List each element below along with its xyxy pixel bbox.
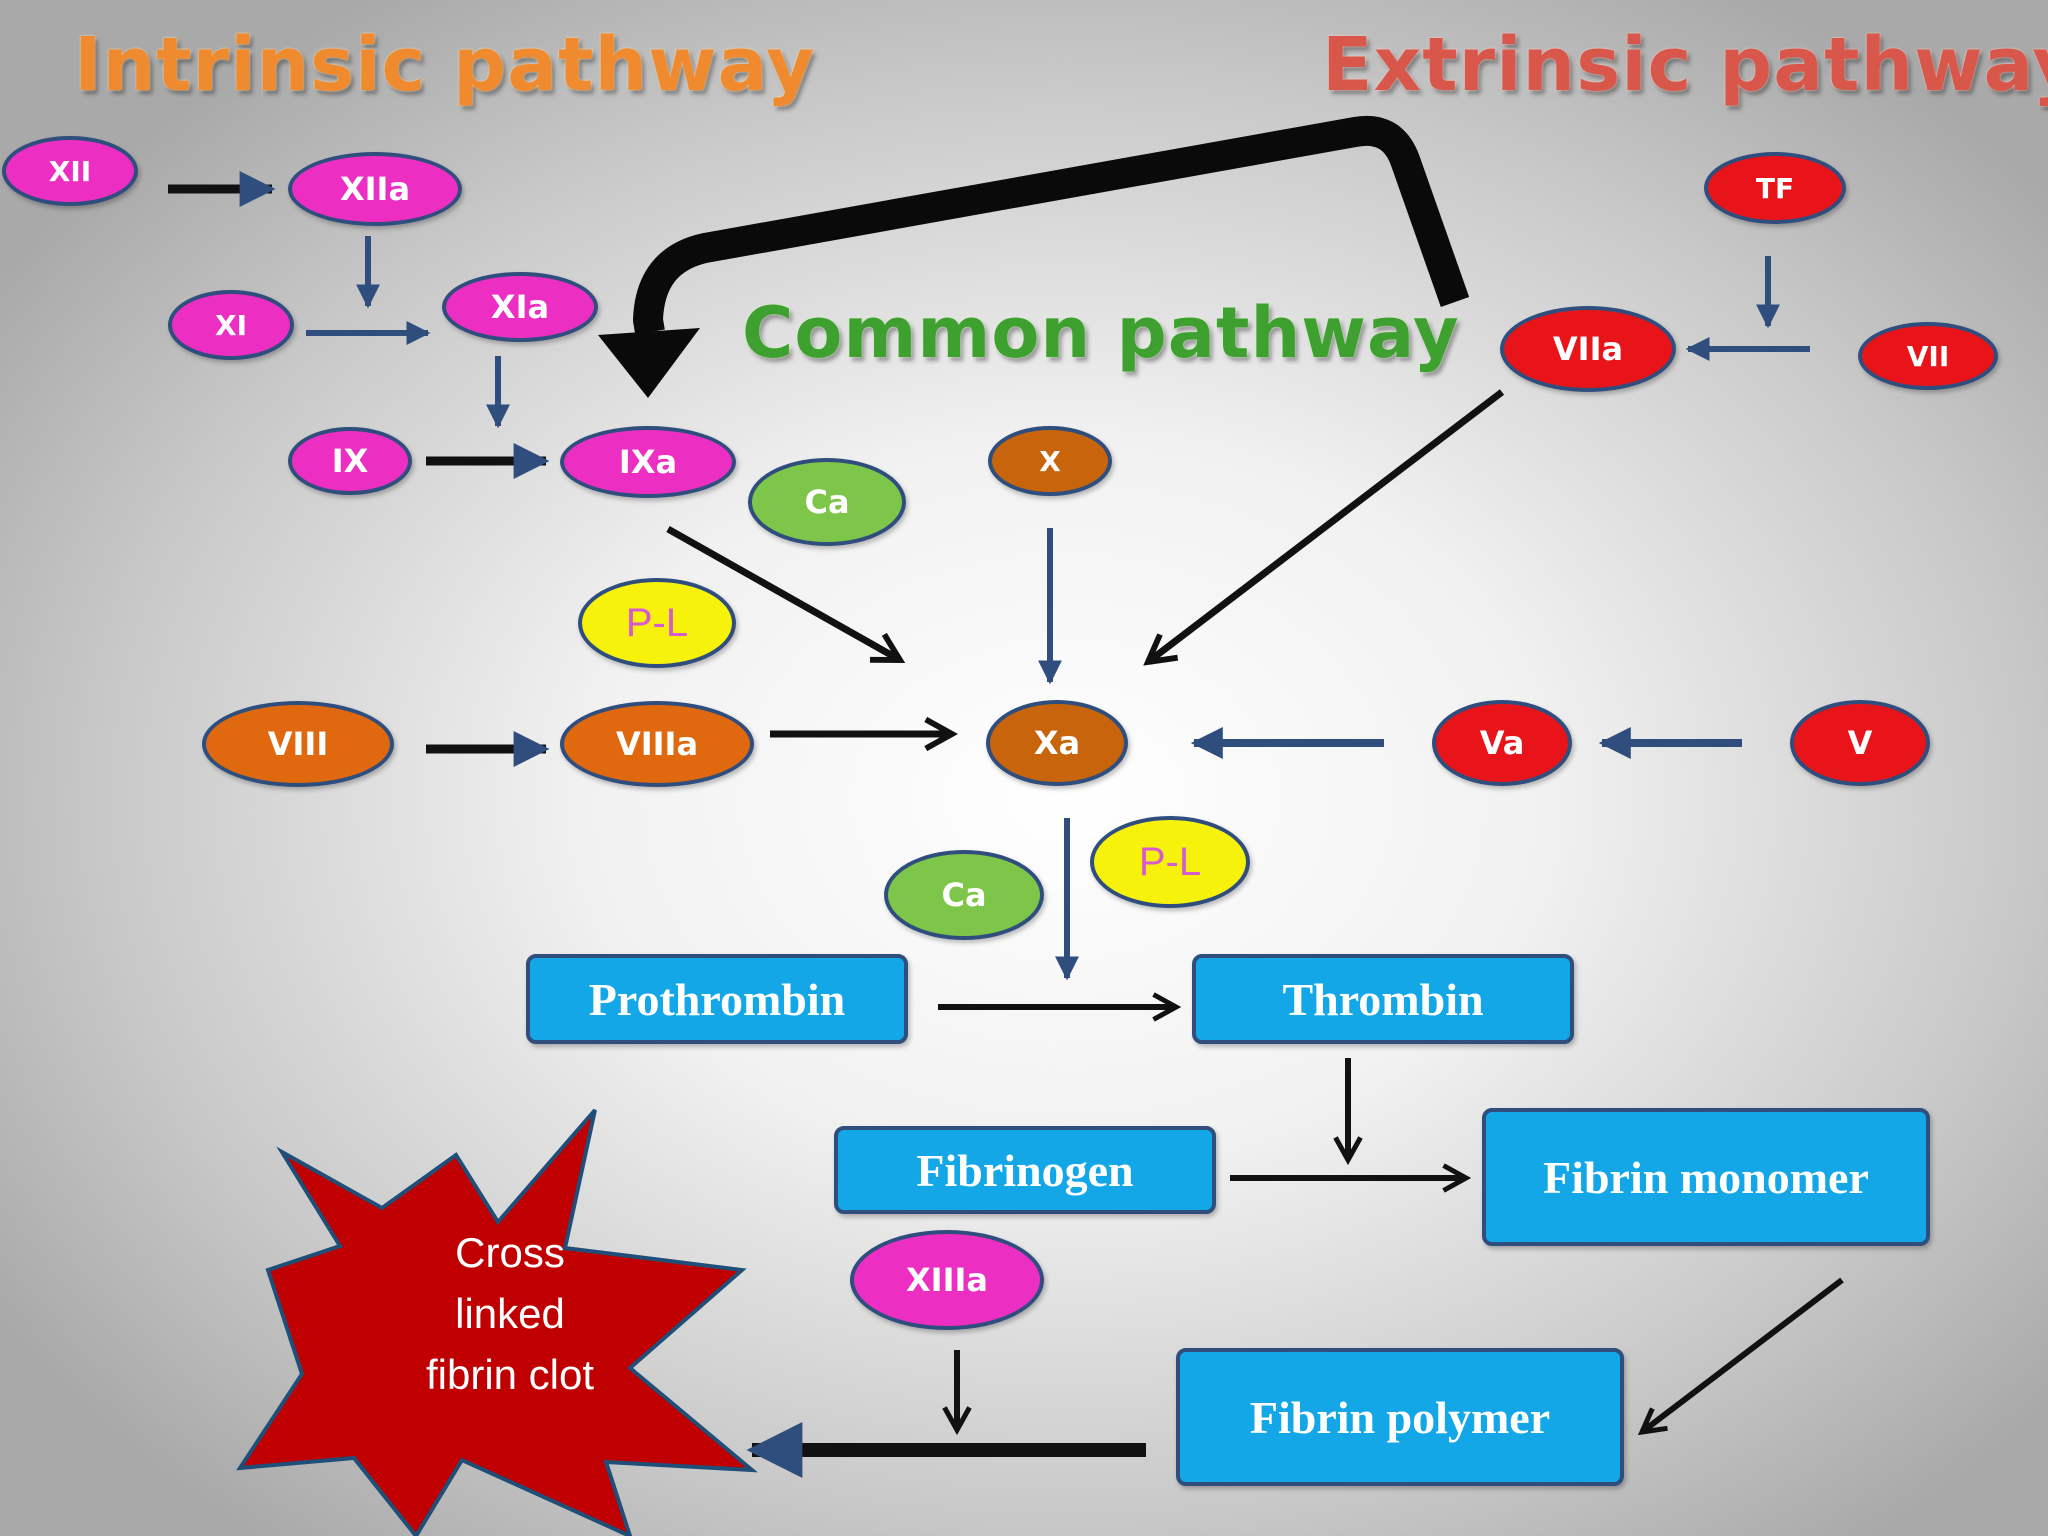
phospholipid-lower: P-L	[1090, 816, 1250, 908]
fibrin-polymer-box: Fibrin polymer	[1176, 1348, 1624, 1486]
factor-xiia: XIIa	[288, 152, 462, 226]
clot-label: Cross linked fibrin clot	[390, 1222, 630, 1405]
feedback-arrow-viia-to-ixa	[633, 115, 1470, 335]
clot-label-line1: Cross	[455, 1229, 565, 1276]
factor-xiiia: XIIIa	[850, 1230, 1044, 1330]
calcium-lower: Ca	[884, 850, 1044, 940]
feedback-arrowhead	[598, 328, 700, 398]
calcium-upper: Ca	[748, 458, 906, 546]
fibrin-monomer-box: Fibrin monomer	[1482, 1108, 1930, 1246]
clot-label-line2: linked	[455, 1290, 565, 1337]
intrinsic-pathway-title: Intrinsic pathway	[74, 22, 816, 108]
factor-va: Va	[1432, 700, 1572, 786]
factor-viiia: VIIIa	[560, 701, 754, 787]
clot-label-line3: fibrin clot	[425, 1351, 595, 1398]
factor-ixa: IXa	[560, 426, 736, 498]
fibrinogen-box: Fibrinogen	[834, 1126, 1216, 1214]
factor-viia: VIIa	[1500, 306, 1676, 392]
thrombin-box: Thrombin	[1192, 954, 1574, 1044]
arrow-monomer-to-polymer	[1642, 1277, 1844, 1432]
factor-xia: XIa	[442, 272, 598, 342]
extrinsic-pathway-title: Extrinsic pathway	[1322, 22, 2048, 108]
factor-xii: XII	[2, 136, 138, 206]
factor-xi: XI	[168, 290, 294, 360]
common-pathway-title: Common pathway	[742, 292, 1460, 374]
factor-xa: Xa	[986, 700, 1128, 786]
factor-ix: IX	[288, 427, 412, 495]
prothrombin-box: Prothrombin	[526, 954, 908, 1044]
phospholipid-upper: P-L	[578, 578, 736, 668]
factor-viii: VIII	[202, 701, 394, 787]
factor-v: V	[1790, 700, 1930, 786]
factor-x: X	[988, 426, 1112, 496]
arrow-ixa-to-xa	[666, 525, 900, 664]
tissue-factor: TF	[1704, 152, 1846, 224]
factor-vii: VII	[1858, 322, 1998, 390]
arrow-viia-to-xa	[1148, 389, 1505, 662]
